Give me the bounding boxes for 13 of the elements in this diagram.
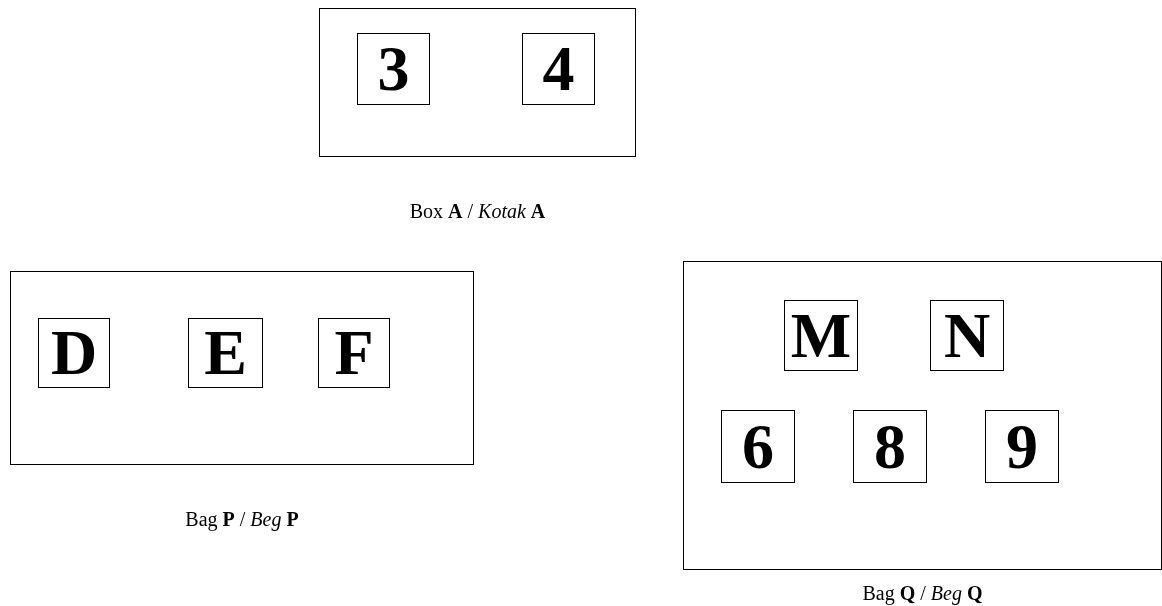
- symbol-card: M: [784, 300, 858, 371]
- symbol-card: 8: [853, 410, 927, 483]
- symbol-card: D: [38, 318, 110, 388]
- symbol-card: N: [930, 300, 1004, 371]
- symbol-card: 9: [985, 410, 1059, 483]
- symbol-card: F: [318, 318, 390, 388]
- symbol-card: E: [188, 318, 263, 388]
- container-caption: Bag P / Beg P: [185, 509, 299, 529]
- symbol-card: 6: [721, 410, 795, 483]
- symbol-card: 4: [522, 33, 595, 105]
- container-caption: Box A / Kotak A: [409, 201, 546, 221]
- symbol-card: 3: [357, 33, 430, 105]
- container-caption: Bag Q / Beg Q: [862, 583, 983, 603]
